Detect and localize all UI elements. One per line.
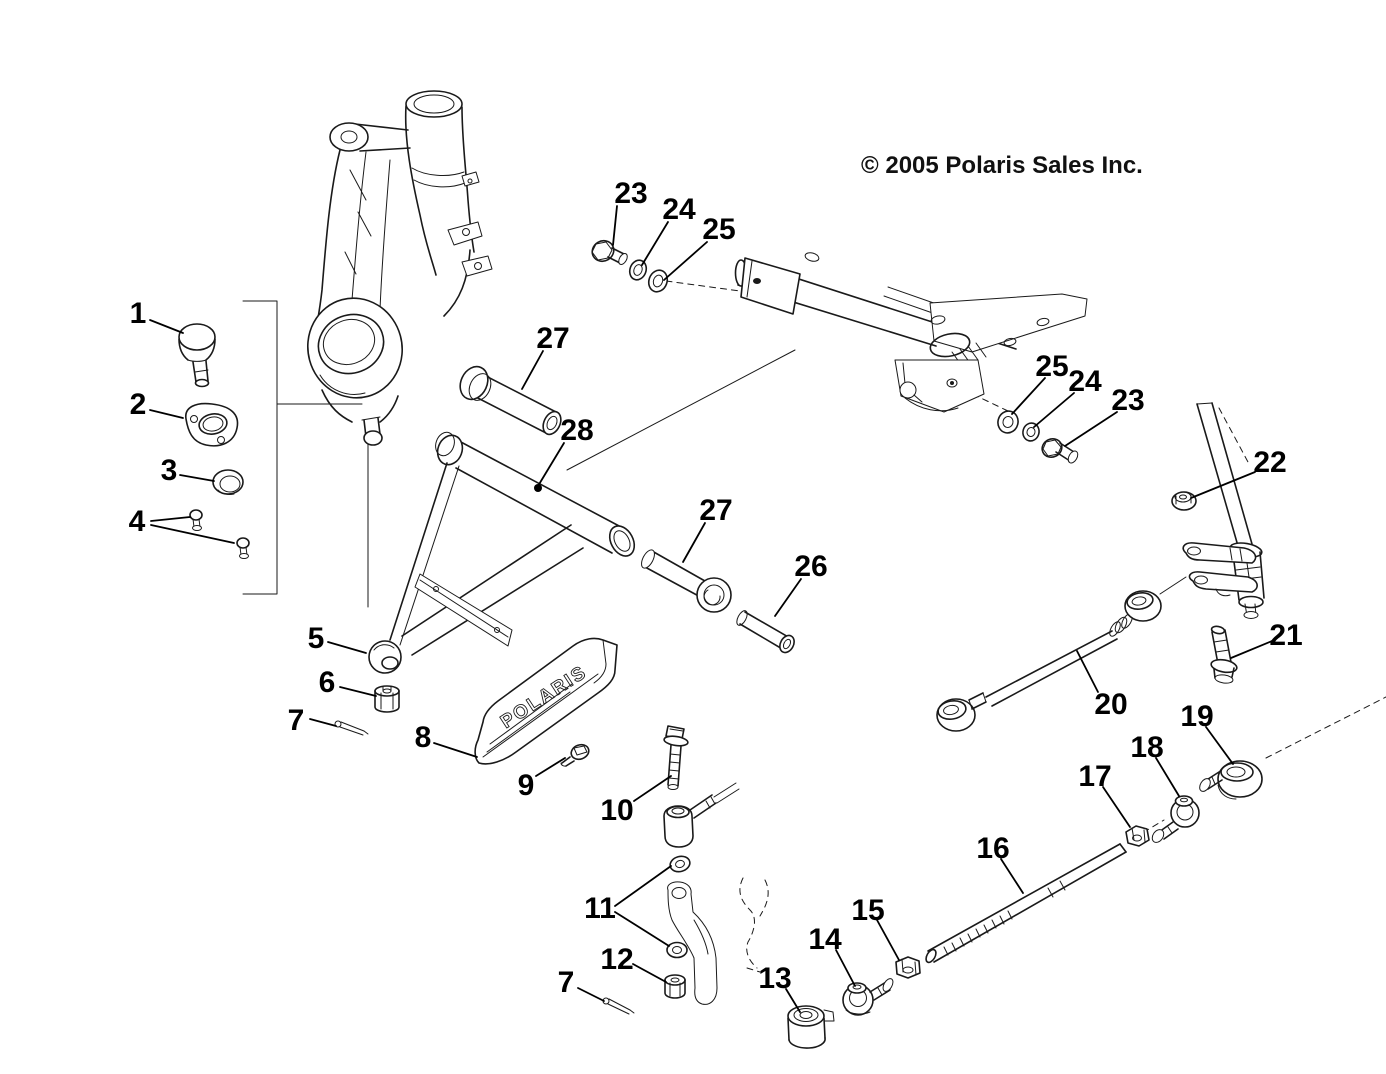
tie-rod-shaft (925, 843, 1127, 964)
jam-nut-outer (1125, 825, 1150, 847)
jam-nut-inner (895, 956, 921, 979)
tie-rod-end-inner (842, 978, 894, 1016)
leader-line-11 (614, 911, 670, 947)
leader-line-6 (339, 686, 377, 697)
grease-fittings (189, 509, 250, 559)
leader-line-19 (1205, 726, 1234, 765)
leader-line-20 (1076, 650, 1099, 693)
leader-line-23 (612, 205, 618, 246)
leader-line-18 (1155, 757, 1180, 797)
leader-line-21 (1230, 640, 1273, 659)
ball-joint (178, 323, 216, 388)
pivot-spacer (736, 610, 795, 654)
leader-line-15 (876, 919, 900, 961)
leader-line-25 (1011, 377, 1046, 415)
leader-line-11 (614, 865, 672, 907)
leader-line-10 (633, 775, 672, 802)
leader-line-27 (682, 522, 706, 563)
pivot-nut (664, 974, 686, 999)
lower-pivot-bolt-set (997, 410, 1079, 464)
leader-line-12 (632, 963, 667, 983)
leader-line-8 (433, 742, 478, 758)
leader-line-22 (1190, 471, 1256, 499)
steering-knuckle (306, 90, 493, 446)
ball-joint-plate (185, 402, 239, 447)
leader-line-26 (774, 578, 802, 617)
pitman-bolt (1210, 625, 1238, 684)
leader-line-3 (179, 474, 215, 482)
castle-nut (374, 685, 400, 713)
guard-screw (560, 743, 590, 767)
leader-line-17 (1102, 786, 1131, 828)
upper-tie-rod (936, 590, 1162, 732)
a-arm-guard: POLARIS (474, 637, 618, 765)
pivot-shaft-lower (641, 549, 732, 613)
leader-line-4 (150, 516, 191, 522)
leader-line-27 (521, 350, 544, 390)
copyright-text: © 2005 Polaris Sales Inc. (861, 152, 1143, 179)
inner-tie-rod-end (663, 782, 740, 848)
pivot-washers (666, 855, 691, 959)
pivot-tube-upper (459, 365, 562, 436)
leader-line-9 (535, 757, 566, 777)
leader-line-7 (309, 718, 337, 727)
leader-dot-28 (534, 484, 542, 492)
leader-line-25 (663, 241, 708, 281)
leader-line-14 (835, 949, 856, 987)
cotter-pin-lower (602, 997, 635, 1015)
a-arm (368, 431, 636, 674)
leader-line-13 (785, 988, 801, 1013)
leader-line-7 (577, 987, 605, 1002)
pitman-arm (1182, 542, 1258, 597)
leader-line-24 (1033, 392, 1075, 428)
callout-leader-lines (149, 205, 1273, 1013)
leader-line-1 (149, 319, 184, 334)
tie-rod-bushing (787, 1005, 835, 1049)
leader-line-2 (149, 409, 184, 419)
upper-pivot-bolt-set (591, 239, 669, 293)
leader-line-5 (327, 641, 367, 654)
pivot-bolt (663, 725, 689, 790)
cotter-pin-upper (334, 720, 369, 736)
leader-line-4 (150, 524, 235, 544)
tie-rod-end-ring (1199, 760, 1263, 800)
shaft-nut (1171, 491, 1197, 511)
seal-ring (212, 469, 244, 495)
steering-arm-bracket (667, 881, 718, 1005)
tie-rod-end-ball (1151, 795, 1200, 843)
leader-line-28 (537, 442, 565, 487)
frame-cross-member (734, 252, 1088, 413)
leader-line-24 (641, 221, 669, 266)
leader-line-23 (1064, 411, 1118, 447)
shock-outline-dashed (739, 877, 769, 973)
leader-line-16 (1000, 858, 1024, 894)
